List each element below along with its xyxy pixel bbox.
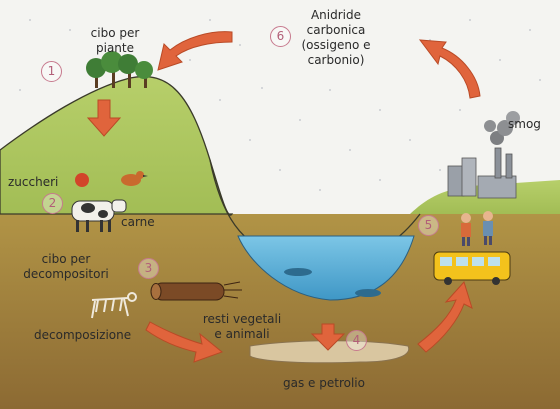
apple <box>75 173 89 187</box>
step-2-marker: 2 <box>42 193 63 214</box>
cycle-arrows <box>86 31 481 363</box>
step-5-marker: 5 <box>418 215 439 236</box>
label-meat: carne <box>121 215 155 229</box>
log <box>150 281 242 301</box>
animal-skeleton <box>91 292 137 319</box>
step-1-marker: 1 <box>41 61 62 82</box>
label-sugars: zuccheri <box>8 175 59 189</box>
lake <box>237 235 415 301</box>
step-4-marker: 4 <box>346 330 367 351</box>
cow <box>71 199 127 232</box>
arrow-plants-to-food <box>86 99 122 137</box>
fish-1 <box>284 268 312 276</box>
arrow-remains-to-gas <box>145 321 224 363</box>
label-smog: smog <box>508 117 541 131</box>
step-6-marker: 6 <box>270 26 291 47</box>
trees <box>86 51 153 88</box>
step-3-marker: 3 <box>138 258 159 279</box>
arrow-gas-to-bus <box>417 281 473 353</box>
children <box>461 211 493 246</box>
label-gas-oil: gas e petrolio <box>283 376 365 390</box>
city-factory <box>447 111 520 199</box>
gas-oil-deposit <box>249 340 410 364</box>
bird <box>121 171 148 186</box>
bus <box>433 251 511 285</box>
arrow-lake-to-gas <box>310 323 346 351</box>
label-decomposition: decomposizione <box>34 328 132 342</box>
arrow-smog-to-co2 <box>418 39 481 99</box>
fish-2 <box>355 289 381 297</box>
arrow-co2-to-plants <box>157 31 233 71</box>
